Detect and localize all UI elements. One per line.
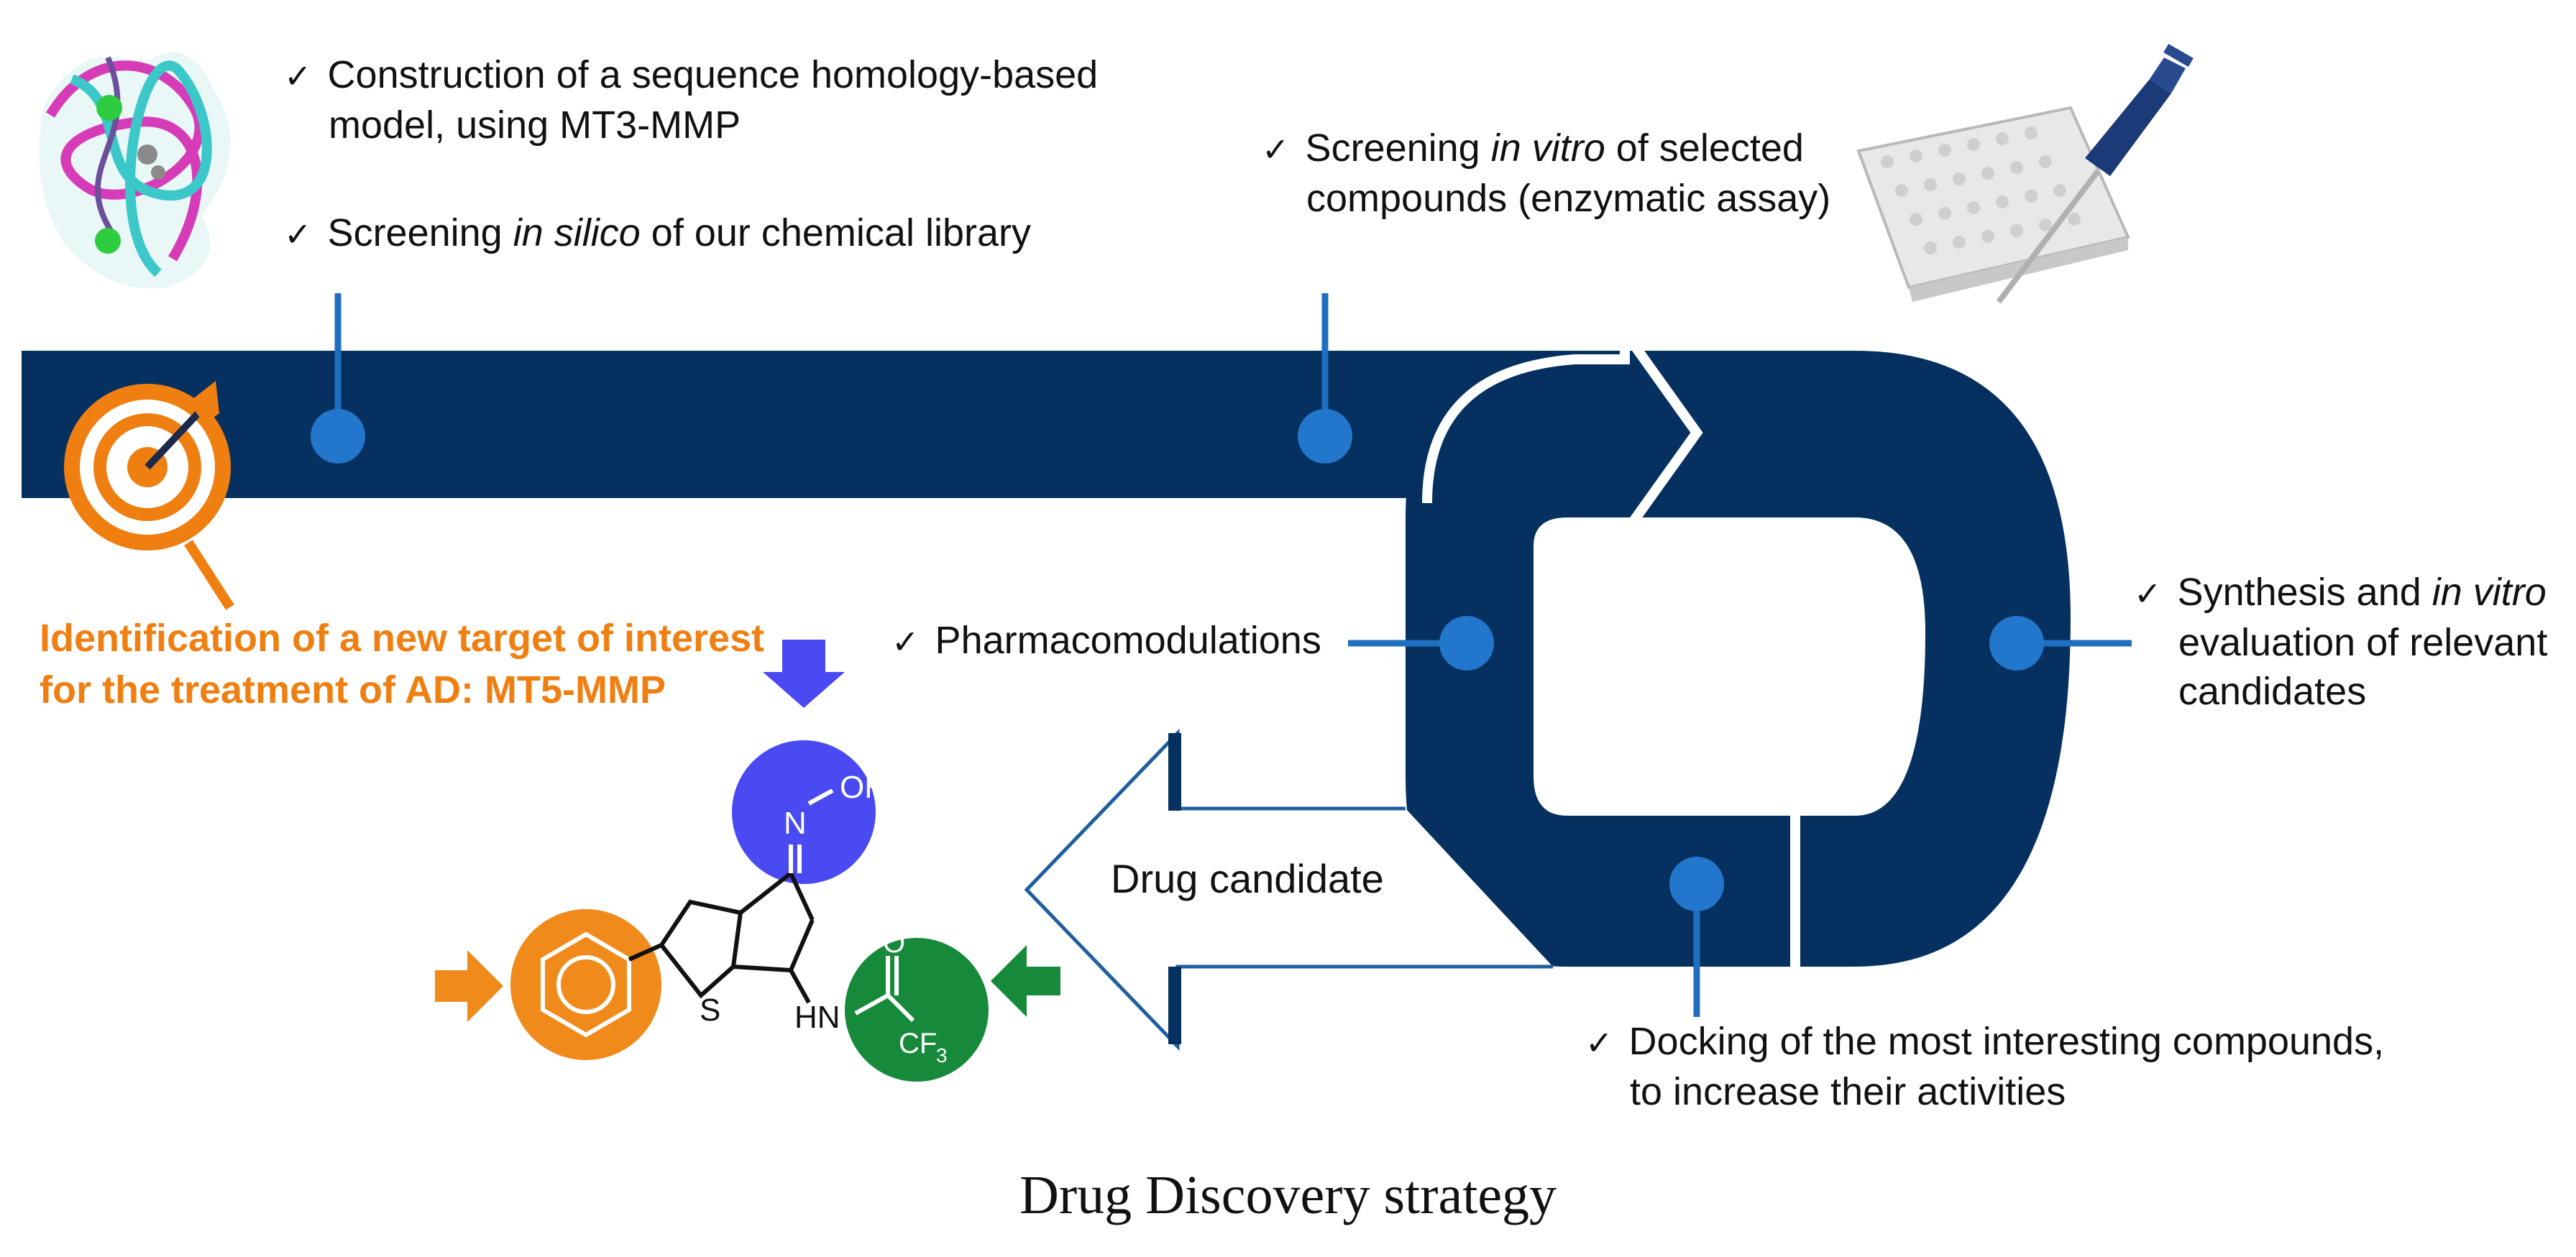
oxime-circle — [732, 740, 876, 884]
molecule-structure: OH N S HN O CF 3 — [435, 640, 1060, 1082]
dot-vitro — [1298, 409, 1352, 464]
step-pharmacomodulations: ✓ Pharmacomodulations — [891, 616, 1321, 666]
step-dots — [311, 409, 2044, 911]
microplate-pipette-image — [1856, 43, 2194, 304]
atom-o: O — [883, 927, 905, 959]
homology-line1: Construction of a sequence homology-base… — [327, 53, 1099, 96]
vitro-post: of selected — [1605, 126, 1804, 170]
target-line1: Identification of a new target of intere… — [40, 617, 765, 660]
drug-candidate-label: Drug candidate — [1111, 856, 1384, 901]
atom-n: N — [784, 806, 807, 841]
phenyl-circle — [510, 909, 661, 1060]
check-icon: ✓ — [891, 622, 920, 661]
atom-oh: OH — [840, 770, 887, 805]
silico-em: in silico — [513, 211, 641, 254]
synth-line2: evaluation of relevant — [2178, 621, 2548, 664]
step-synthesis: ✓ Synthesis and in vitro evaluation of re… — [2134, 568, 2547, 716]
synth-em: in vitro — [2431, 571, 2547, 614]
check-icon: ✓ — [1585, 1023, 1613, 1062]
target-icon — [64, 381, 234, 610]
cycle-arrow — [1422, 316, 1703, 537]
atom-s: S — [700, 993, 720, 1028]
check-icon: ✓ — [2134, 574, 2162, 613]
silico-pre: Screening — [327, 211, 513, 254]
homology-line2: model, using MT3-MMP — [329, 103, 741, 147]
atom-cf: CF — [899, 1028, 937, 1059]
dot-synthesis — [1989, 616, 2044, 671]
protein-model-image — [39, 52, 231, 289]
vitro-line2: compounds (enzymatic assay) — [1306, 177, 1831, 220]
amide-circle — [845, 938, 989, 1082]
check-icon: ✓ — [284, 57, 312, 96]
arrow-stub-top — [1168, 733, 1181, 811]
target-line2: for the treatment of AD: MT5-MMP — [40, 668, 666, 712]
figure-caption: Drug Discovery strategy — [1019, 1165, 1557, 1225]
arrow-stub-bottom — [1168, 967, 1181, 1044]
atom-hn: HN — [794, 1000, 840, 1035]
vitro-em: in vitro — [1490, 126, 1605, 170]
blue-down-arrow — [763, 640, 845, 708]
orange-right-arrow — [435, 950, 503, 1022]
green-left-arrow — [991, 945, 1060, 1017]
synth-line3: candidates — [2178, 670, 2367, 713]
step-in-vitro-screening: ✓ Screening in vitro of selected compound… — [1262, 124, 1830, 223]
step-docking: ✓ Docking of the most interesting compoun… — [1585, 1017, 2384, 1116]
dot-docking — [1669, 857, 1724, 911]
pharmaco-label: Pharmacomodulations — [935, 619, 1321, 662]
atom-3: 3 — [936, 1044, 948, 1067]
check-icon: ✓ — [1262, 130, 1290, 169]
timeline-band — [22, 351, 1654, 498]
loop-gap — [1790, 816, 1800, 970]
iteration-loop — [1406, 351, 2071, 967]
step-homology-model: ✓ Construction of a sequence homology-bas… — [284, 50, 1098, 149]
vitro-pre: Screening — [1305, 126, 1491, 170]
dot-pharmaco — [1439, 616, 1494, 671]
check-icon: ✓ — [284, 215, 312, 254]
synth-pre: Synthesis and — [2177, 571, 2432, 614]
step-in-silico: ✓ Screening in silico of our chemical lib… — [284, 208, 1031, 259]
docking-line1: Docking of the most interesting compound… — [1628, 1020, 2385, 1063]
silico-post: of our chemical library — [640, 211, 1031, 254]
target-identification: Identification of a new target of intere… — [40, 612, 764, 716]
docking-line2: to increase their activities — [1630, 1070, 2066, 1113]
dot-homology — [311, 409, 365, 464]
